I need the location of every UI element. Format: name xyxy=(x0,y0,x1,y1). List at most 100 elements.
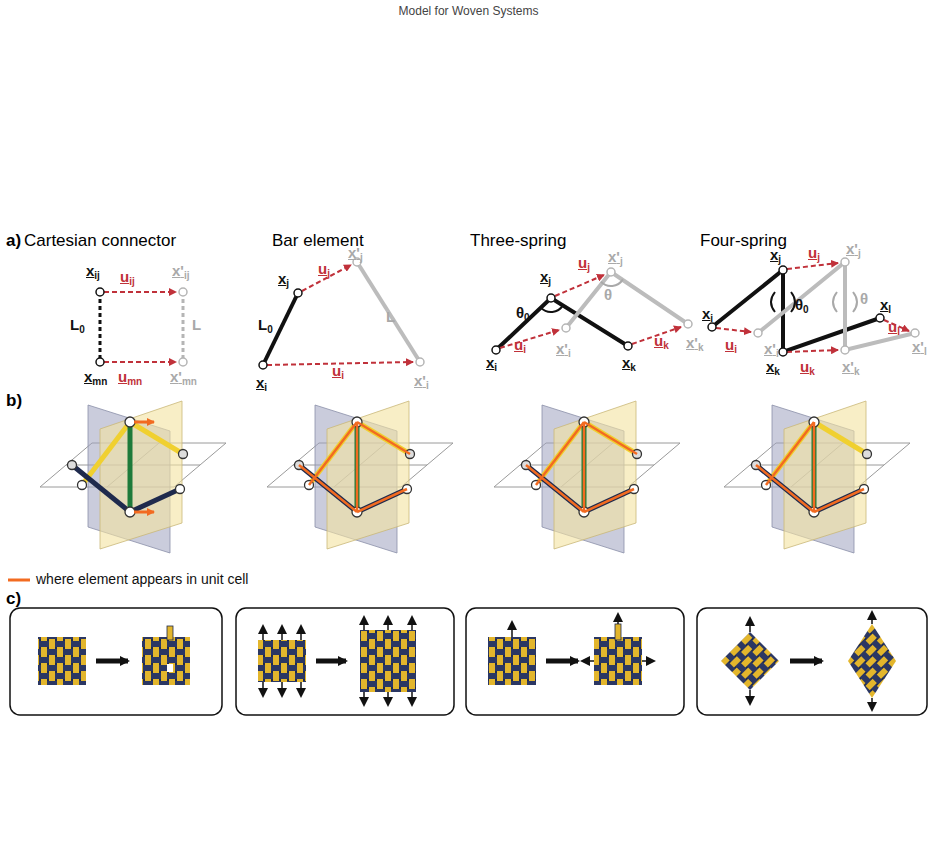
deformed-vector-label: x'j xyxy=(608,248,623,265)
displacement-label: uij xyxy=(120,268,135,285)
deformation-mode-panels xyxy=(167,626,173,640)
cartesian-connector-sketch xyxy=(96,288,104,296)
deformed-quantity-label: θ xyxy=(604,286,612,303)
three-spring-sketch xyxy=(624,342,632,350)
deformation-mode-panels xyxy=(411,692,413,705)
cartesian-connector-sketch xyxy=(96,358,104,366)
displacement-label: ul xyxy=(888,318,900,335)
unit-cell-three-spring xyxy=(526,422,637,512)
vector-label: xi xyxy=(702,305,713,322)
deformation-mode-panels xyxy=(721,632,779,690)
four-spring-sketch xyxy=(787,263,838,269)
unit-cell-bar xyxy=(357,489,407,512)
deformation-mode-panels xyxy=(281,626,283,640)
deformation-mode-panels xyxy=(697,608,927,715)
reference-quantity-label: L0 xyxy=(258,316,273,333)
unit-cell-three-spring xyxy=(584,489,634,512)
three-spring-sketch xyxy=(566,272,688,328)
deformed-quantity-label: L xyxy=(386,308,395,325)
displacement-label: ui xyxy=(514,336,526,353)
deformation-mode-panels xyxy=(582,614,654,661)
four-spring-sketch xyxy=(758,262,915,350)
unit-cell-bar xyxy=(267,401,453,553)
three-spring-sketch xyxy=(562,324,570,332)
unit-cell-cartesian xyxy=(134,511,154,514)
bar-element-sketch xyxy=(263,293,298,365)
reference-quantity-label: L0 xyxy=(70,316,85,333)
four-spring-sketch xyxy=(876,314,884,322)
four-spring-sketch xyxy=(787,350,838,352)
three-spring-sketch xyxy=(547,294,555,302)
deformation-mode-panels xyxy=(263,626,301,696)
unit-cell-three-spring xyxy=(494,401,680,553)
deformed-vector-label: x'ij xyxy=(172,262,189,279)
deformation-mode-panels xyxy=(871,612,873,624)
four-spring-sketch xyxy=(708,258,919,356)
unit-cell-three-spring xyxy=(584,422,637,454)
legend-text: where element appears in unit cell xyxy=(36,571,248,587)
vector-label: xk xyxy=(766,358,780,375)
deformation-mode-panels xyxy=(258,640,306,682)
deformation-mode-panels xyxy=(488,637,536,685)
reference-quantity-label: θ0 xyxy=(516,304,530,321)
bar-element-sketch xyxy=(259,361,267,369)
vector-label: xj xyxy=(540,268,551,285)
four-spring-sketch xyxy=(712,270,880,352)
panel-letter: c) xyxy=(6,590,21,607)
unit-cell-three-spring xyxy=(536,422,584,485)
unit-cell-bar xyxy=(357,422,410,454)
deformation-mode-panels xyxy=(387,617,389,630)
deformation-mode-panels xyxy=(790,659,822,664)
displacement-label: uj xyxy=(808,244,820,261)
deformation-mode-panels xyxy=(617,614,619,624)
bar-element-sketch xyxy=(294,289,302,297)
unit-cell-cartesian xyxy=(134,421,154,424)
deformation-mode-panels xyxy=(363,692,365,705)
deformed-vector-label: x'i xyxy=(764,340,779,357)
deformation-mode-panels xyxy=(364,617,412,705)
vector-label: xk xyxy=(622,354,636,371)
deformation-mode-panels xyxy=(466,608,684,715)
deformed-quantity-label: L xyxy=(192,316,201,333)
deformation-mode-panels xyxy=(387,692,389,705)
unit-cell-four-spring xyxy=(724,401,910,553)
deformation-mode-panels xyxy=(749,618,751,632)
bar-element-sketch xyxy=(416,358,424,366)
panel-letter: b) xyxy=(6,392,22,409)
unit-cell-three-spring xyxy=(526,465,584,512)
displacement-label: ui xyxy=(725,336,737,353)
three-spring-sketch xyxy=(500,330,559,348)
four-spring-sketch xyxy=(708,323,716,331)
four-spring-sketch xyxy=(841,346,849,354)
reference-quantity-label: θ0 xyxy=(795,296,809,313)
deformed-vector-label: x'k xyxy=(842,358,859,375)
unit-cell-cartesian xyxy=(40,401,226,553)
deformation-mode-panels xyxy=(236,608,454,715)
unit-cell-bar xyxy=(299,422,410,512)
four-spring-sketch xyxy=(911,329,919,337)
cartesian-connector-sketch xyxy=(99,292,102,362)
cartesian-connector-sketch xyxy=(179,358,187,366)
vector-label: xi xyxy=(486,354,497,371)
four-spring-sketch xyxy=(771,292,775,312)
unit-cell-three-spring xyxy=(494,401,680,553)
displacement-label: uk xyxy=(654,332,669,349)
deformed-vector-label: x'i xyxy=(556,340,571,357)
unit-cell-four-spring xyxy=(756,422,864,512)
displacement-label: uj xyxy=(578,254,590,271)
unit-cell-four-spring xyxy=(756,465,814,512)
deformation-mode-panels xyxy=(642,660,654,662)
cartesian-connector-sketch xyxy=(182,292,185,362)
panel-letter: a) xyxy=(6,232,21,249)
deformation-mode-panels xyxy=(262,682,264,696)
unit-cell-four-spring xyxy=(814,489,864,512)
deformation-mode-panels xyxy=(281,682,283,696)
deformation-mode-panels xyxy=(594,637,642,685)
deformation-mode-panels xyxy=(262,626,264,640)
unit-cell-three-spring xyxy=(583,422,586,512)
deformation-mode-panels xyxy=(300,626,302,640)
three-spring-sketch xyxy=(492,346,500,354)
deformation-mode-panels xyxy=(848,624,896,698)
